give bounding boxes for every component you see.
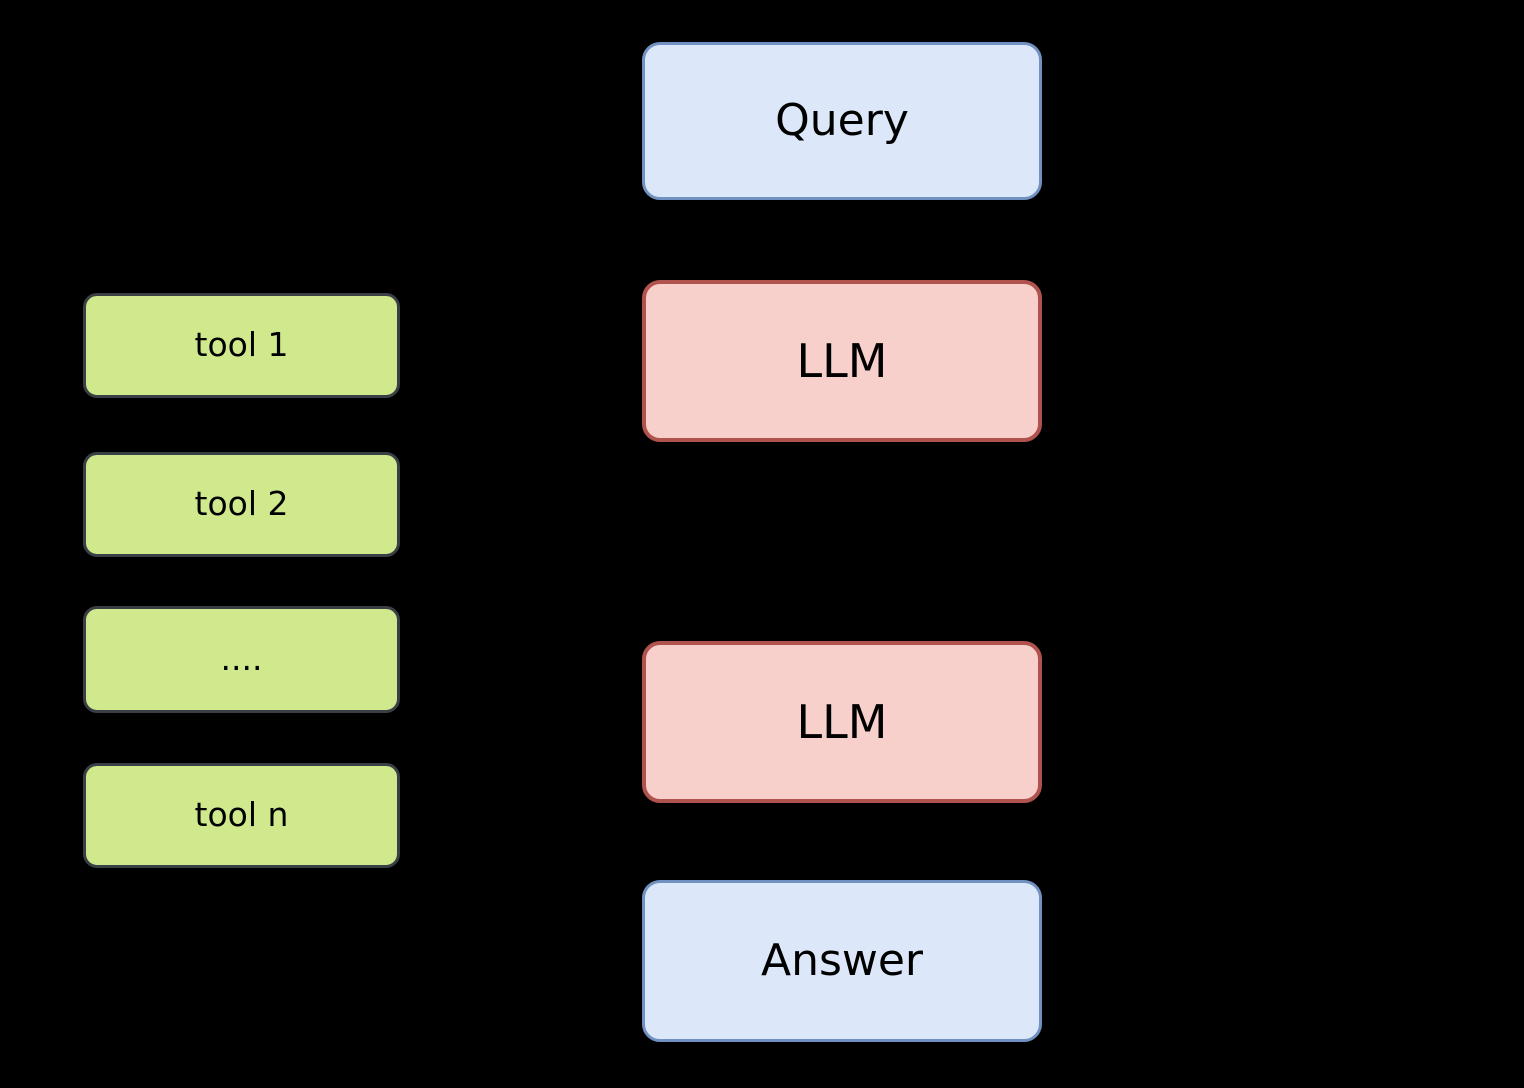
tool-node-1: tool 1 bbox=[83, 293, 400, 398]
tool-node-n-label: tool n bbox=[194, 795, 289, 835]
llm-node-bottom: LLM bbox=[642, 641, 1042, 803]
tool-node-2-label: tool 2 bbox=[194, 484, 289, 524]
tool-node-ellipsis: .... bbox=[83, 606, 400, 713]
llm-node-top: LLM bbox=[642, 280, 1042, 442]
answer-node: Answer bbox=[642, 880, 1042, 1042]
tool-node-2: tool 2 bbox=[83, 452, 400, 557]
tool-node-n: tool n bbox=[83, 763, 400, 868]
llm-node-top-label: LLM bbox=[796, 333, 888, 388]
query-node: Query bbox=[642, 42, 1042, 200]
llm-node-bottom-label: LLM bbox=[796, 694, 888, 749]
query-node-label: Query bbox=[775, 94, 909, 146]
answer-node-label: Answer bbox=[760, 934, 924, 986]
tool-node-1-label: tool 1 bbox=[194, 325, 289, 365]
tool-node-ellipsis-label: .... bbox=[220, 639, 263, 679]
